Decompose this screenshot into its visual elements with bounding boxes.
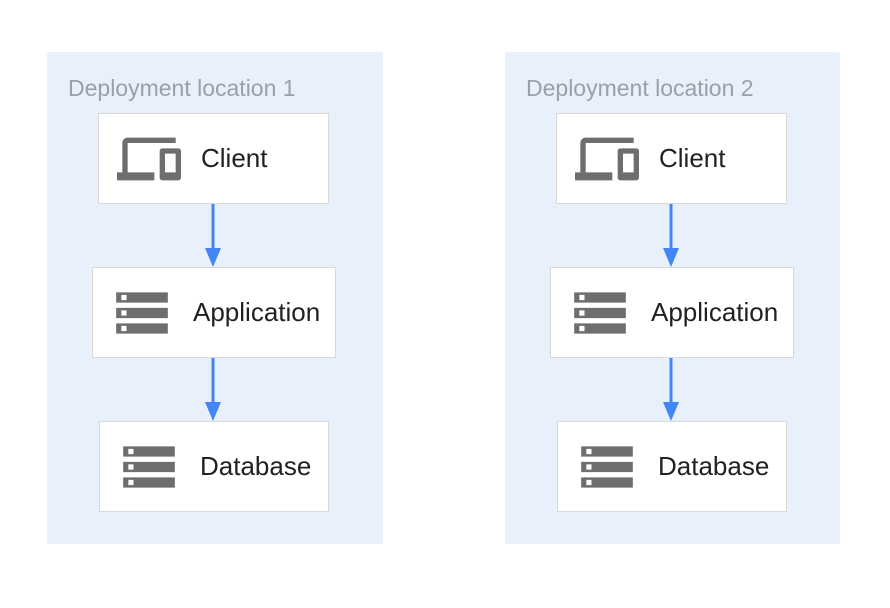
node-label: Database <box>658 451 770 481</box>
arrow-client-to-application <box>662 204 680 267</box>
arrow-application-to-database <box>204 358 222 421</box>
node-label: Application <box>651 297 779 327</box>
devices-icon <box>117 127 181 191</box>
node-application: Application <box>92 267 336 358</box>
zone-title: Deployment location 2 <box>526 75 754 101</box>
node-client: Client <box>556 113 787 204</box>
zone-title: Deployment location 1 <box>68 75 296 101</box>
node-application: Application <box>550 267 794 358</box>
node-label: Database <box>200 451 312 481</box>
storage-icon <box>118 436 180 498</box>
deployment-zone-2: Deployment location 2 Client Application <box>505 52 840 544</box>
node-client: Client <box>98 113 329 204</box>
node-label: Application <box>193 297 321 327</box>
node-database: Database <box>99 421 329 512</box>
devices-icon <box>575 127 639 191</box>
storage-icon <box>569 282 631 344</box>
storage-icon <box>576 436 638 498</box>
deployment-zone-1: Deployment location 1 Client Application <box>47 52 383 544</box>
storage-icon <box>111 282 173 344</box>
node-label: Client <box>201 143 268 173</box>
node-database: Database <box>557 421 787 512</box>
node-label: Client <box>659 143 726 173</box>
arrow-client-to-application <box>204 204 222 267</box>
arrow-application-to-database <box>662 358 680 421</box>
